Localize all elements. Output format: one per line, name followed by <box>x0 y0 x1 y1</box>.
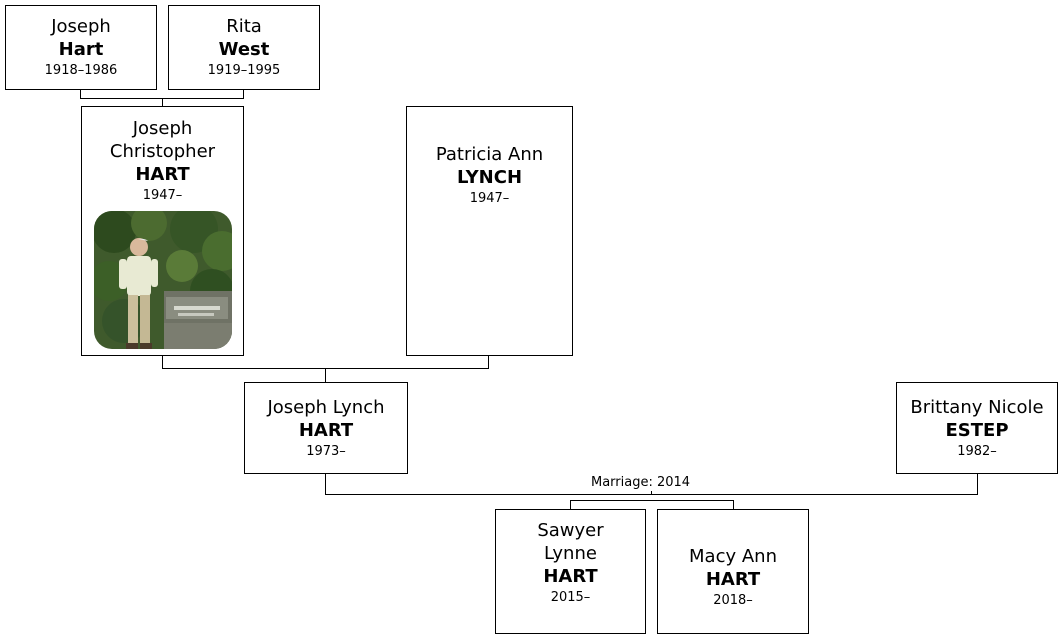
given-name: Patricia Ann <box>435 144 544 165</box>
given-name-line2: Christopher <box>109 141 216 162</box>
connector-children-bar <box>570 500 734 501</box>
person-card-macy-ann-hart[interactable]: Macy Ann HART 2018– <box>657 509 809 634</box>
life-years: 1919–1995 <box>207 63 281 78</box>
life-years: 1947– <box>469 191 510 206</box>
life-years: 1918–1986 <box>44 63 118 78</box>
given-name: Joseph <box>51 16 111 37</box>
person-card-sawyer-lynne-hart[interactable]: Sawyer Lynne HART 2015– <box>495 509 646 634</box>
man-standing-by-stone-sign-photo <box>93 211 232 349</box>
person-card-patricia-ann-lynch[interactable]: Patricia Ann LYNCH 1947– <box>406 106 573 356</box>
given-name: Macy Ann <box>689 546 777 567</box>
connector-rita-down <box>243 89 244 98</box>
surname: HART <box>705 569 761 590</box>
marriage-label: Marriage: 2014 <box>590 475 692 491</box>
surname: ESTEP <box>945 419 1009 441</box>
life-years: 2015– <box>550 590 591 605</box>
connector-joseph-down <box>80 89 81 98</box>
surname: West <box>218 39 270 60</box>
given-name-line1: Sawyer <box>537 520 604 541</box>
connector-macy-up <box>733 500 734 509</box>
person-photo[interactable] <box>93 211 232 349</box>
life-years: 1947– <box>142 188 183 203</box>
given-name: Rita <box>226 16 262 37</box>
surname: HART <box>135 164 190 185</box>
person-card-joseph-hart[interactable]: Joseph Hart 1918–1986 <box>5 5 157 90</box>
connector-sawyer-up <box>570 500 571 509</box>
life-years: 2018– <box>713 593 753 608</box>
connector-jlh-down <box>325 473 326 494</box>
given-name-line2: Lynne <box>544 543 597 564</box>
connector-pal-down <box>488 355 489 368</box>
given-name-line1: Joseph <box>132 118 193 139</box>
connector-bne-down <box>977 473 978 494</box>
surname: Hart <box>58 39 104 60</box>
connector-jch-down <box>162 355 163 368</box>
given-name: Brittany Nicole <box>910 396 1044 418</box>
person-card-brittany-nicole-estep[interactable]: Brittany Nicole ESTEP 1982– <box>896 382 1058 474</box>
surname: LYNCH <box>456 167 523 188</box>
person-card-joseph-lynch-hart[interactable]: Joseph Lynch HART 1973– <box>244 382 408 474</box>
connector-grandparents-child <box>162 98 163 106</box>
surname: HART <box>543 566 598 587</box>
person-card-joseph-christopher-hart[interactable]: Joseph Christopher HART 1947– <box>81 106 244 356</box>
connector-parents-child <box>325 368 326 382</box>
surname: HART <box>298 419 354 441</box>
given-name: Joseph Lynch <box>267 396 385 418</box>
person-card-rita-west[interactable]: Rita West 1919–1995 <box>168 5 320 90</box>
life-years: 1973– <box>306 443 346 459</box>
life-years: 1982– <box>957 443 997 459</box>
